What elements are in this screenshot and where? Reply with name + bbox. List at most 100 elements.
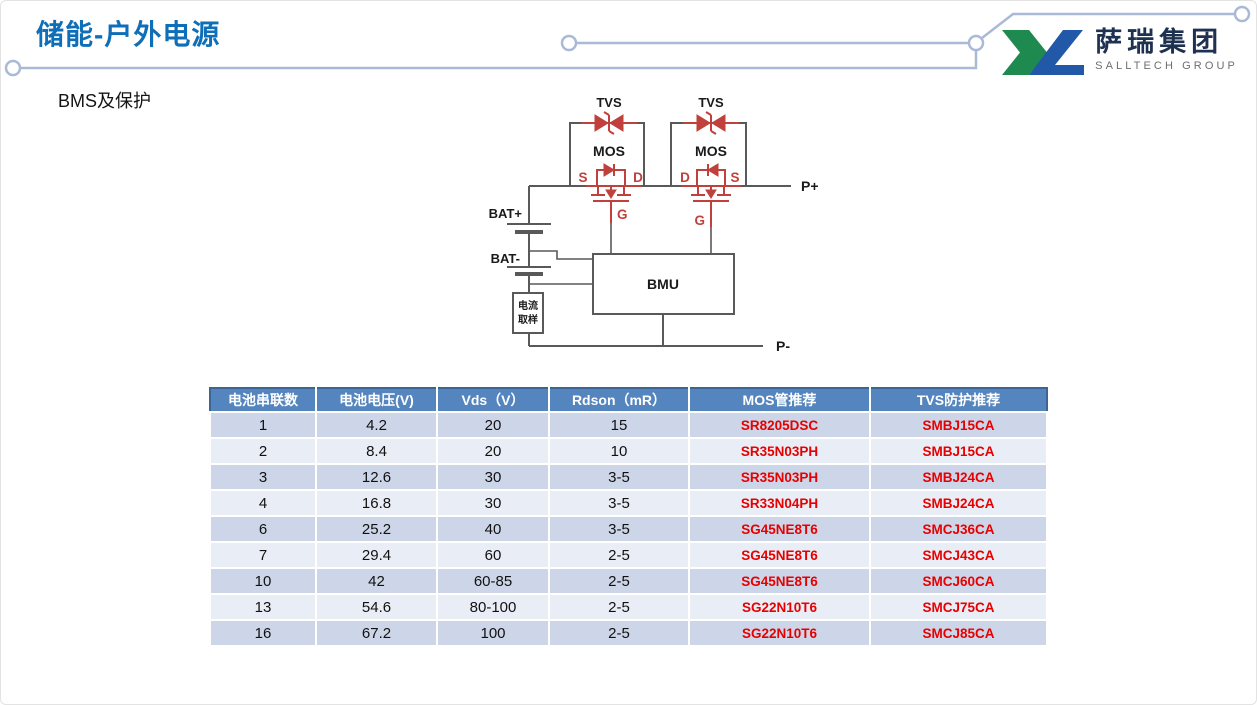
table-cell: SMCJ75CA [869,593,1048,621]
current-sampling-label-2: 取样 [518,313,538,326]
page-title: 储能-户外电源 [36,19,221,50]
table-cell: 16 [209,619,317,647]
mos2-source-label: S [730,170,739,185]
company-logo: 萨瑞集团 SALLTECH GROUP [1002,27,1238,79]
mos2-drain-label: D [680,170,690,185]
table-cell: SG45NE8T6 [688,541,871,569]
table-cell: SG22N10T6 [688,619,871,647]
table-cell: SR33N04PH [688,489,871,517]
table-cell: SMCJ36CA [869,515,1048,543]
logo-text: 萨瑞集团 SALLTECH GROUP [1095,27,1238,72]
table-cell: 6 [209,515,317,543]
table-cell: SMBJ15CA [869,411,1048,439]
mosfet-1-icon [586,163,641,223]
header-series-count: 电池串联数 [209,387,317,413]
table-cell: 2-5 [548,619,690,647]
table-cell: SR35N03PH [688,437,871,465]
table-cell: 42 [315,567,438,595]
table-cell: 60-85 [436,567,550,595]
tvs1-label: TVS [596,95,622,110]
table-cell: 10 [548,437,690,465]
recommendation-table: 电池串联数 电池电压(V) Vds（V） Rdson（mR） MOS管推荐 TV… [209,387,1048,647]
bat-minus-label: BAT- [491,251,520,266]
table-cell: 4.2 [315,411,438,439]
table-cell: 30 [436,489,550,517]
section-subtitle: BMS及保护 [58,91,152,111]
table-cell: 10 [209,567,317,595]
table-cell: 3 [209,463,317,491]
table-cell: 30 [436,463,550,491]
p-plus-label: P+ [801,178,819,194]
table-cell: 13 [209,593,317,621]
table-cell: SG45NE8T6 [688,515,871,543]
mos2-gate-label: G [694,213,705,228]
table-cell: 25.2 [315,515,438,543]
table-cell: 2-5 [548,567,690,595]
logo-group-name: SALLTECH GROUP [1095,60,1238,72]
table-cell: SMBJ24CA [869,489,1048,517]
table-cell: 2 [209,437,317,465]
table-header-row: 电池串联数 电池电压(V) Vds（V） Rdson（mR） MOS管推荐 TV… [209,387,1048,413]
table-cell: SMCJ60CA [869,567,1048,595]
table-cell: 3-5 [548,463,690,491]
table-cell: SMBJ24CA [869,463,1048,491]
table-cell: SMCJ43CA [869,541,1048,569]
header-battery-voltage: 电池电压(V) [315,387,438,413]
mosfet-2-icon [681,163,741,227]
mos1-label: MOS [593,143,625,159]
table-cell: 29.4 [315,541,438,569]
table-cell: SR8205DSC [688,411,871,439]
table-cell: 20 [436,437,550,465]
table-cell: 7 [209,541,317,569]
tvs2-label: TVS [698,95,724,110]
table-cell: 40 [436,515,550,543]
table-cell: 60 [436,541,550,569]
bmu-label: BMU [647,276,679,292]
table-cell: 2-5 [548,593,690,621]
table-cell: 20 [436,411,550,439]
tvs-diode-1-icon [581,111,637,135]
current-sampling-label-1: 电流 [518,299,538,312]
table-cell: 12.6 [315,463,438,491]
table-cell: SMCJ85CA [869,619,1048,647]
table-cell: 2-5 [548,541,690,569]
table-cell: 16.8 [315,489,438,517]
table-cell: 4 [209,489,317,517]
mos1-gate-label: G [617,207,628,222]
bmu-box [592,253,735,315]
table-cell: 100 [436,619,550,647]
table-cell: 3-5 [548,489,690,517]
table-cell: SG22N10T6 [688,593,871,621]
current-sampling-box [512,292,544,334]
header-tvs-recommendation: TVS防护推荐 [869,387,1048,413]
table-cell: 8.4 [315,437,438,465]
header-vds: Vds（V） [436,387,550,413]
table-cell: 15 [548,411,690,439]
table-cell: 1 [209,411,317,439]
mos2-label: MOS [695,143,727,159]
table-cell: 67.2 [315,619,438,647]
table-cell: SR35N03PH [688,463,871,491]
table-cell: SG45NE8T6 [688,567,871,595]
header-rdson: Rdson（mR） [548,387,690,413]
header-mos-recommendation: MOS管推荐 [688,387,871,413]
tvs-diode-2-icon [683,111,739,135]
table-cell: 54.6 [315,593,438,621]
table-cell: 3-5 [548,515,690,543]
table-cell: 80-100 [436,593,550,621]
mos1-drain-label: D [633,170,643,185]
mos1-source-label: S [578,170,587,185]
table-cell: SMBJ15CA [869,437,1048,465]
logo-mark-icon [1002,30,1085,75]
p-minus-label: P- [776,338,790,354]
logo-company-name: 萨瑞集团 [1095,27,1224,57]
